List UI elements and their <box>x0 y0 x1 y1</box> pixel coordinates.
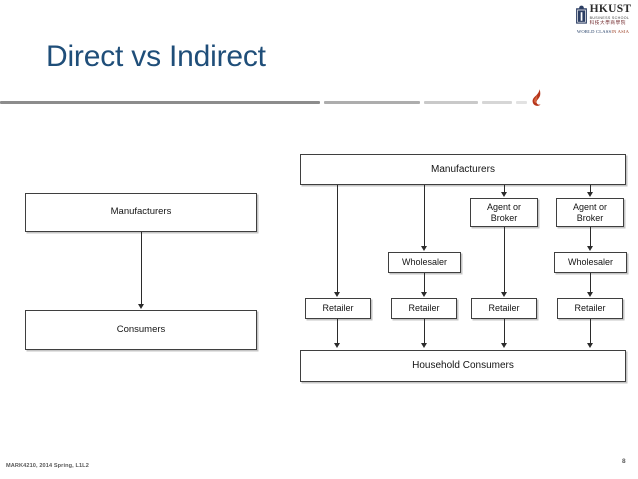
node-household-consumers: Household Consumers <box>300 350 626 382</box>
connector-manufacturers-to-consumers <box>141 232 142 305</box>
connector-col3-manufacturers-to-agent <box>590 185 591 193</box>
node-retailer: Retailer <box>391 298 457 319</box>
connector-col0-manufacturers-to-retailer <box>337 185 338 293</box>
shield-icon <box>575 5 588 25</box>
logo-chinese-line: 科技大學商學院 <box>589 20 626 26</box>
connector-col2-agent-to-retailer <box>504 227 505 293</box>
connector-col2-manufacturers-to-agent <box>504 185 505 193</box>
arrowhead-icon <box>420 343 427 348</box>
arrowhead-icon <box>333 343 340 348</box>
arrowhead-icon <box>500 192 507 197</box>
title-divider <box>0 99 638 109</box>
divider-segment-1 <box>324 101 420 104</box>
arrowhead-icon <box>500 292 507 297</box>
arrowhead-icon <box>420 292 427 297</box>
divider-segment-3 <box>482 101 512 104</box>
node-wholesaler: Wholesaler <box>554 252 627 273</box>
node-retailer: Retailer <box>471 298 537 319</box>
node-manufacturers: Manufacturers <box>300 154 626 185</box>
hkust-business-school-logo: HKUST BUSINESS SCHOOL 科技大學商學院 WORLD CLAS… <box>572 3 634 39</box>
page-title: Direct vs Indirect <box>46 40 266 73</box>
connector-col1-wholesaler-to-retailer <box>424 273 425 293</box>
logo-top-row: HKUST BUSINESS SCHOOL 科技大學商學院 <box>575 3 632 27</box>
arrowhead-icon <box>333 292 340 297</box>
logo-tagline: WORLD CLASSIN ASIA <box>577 29 629 34</box>
arrowhead-icon <box>137 304 144 309</box>
connector-col3-retailer-to-consumers <box>590 319 591 344</box>
logo-text-block: HKUST BUSINESS SCHOOL 科技大學商學院 <box>590 4 632 26</box>
arrowhead-icon <box>586 292 593 297</box>
connector-col1-manufacturers-to-wholesaler <box>424 185 425 247</box>
arrowhead-icon <box>500 343 507 348</box>
logo-tagline-suffix: IN ASIA <box>611 29 630 34</box>
divider-segment-4 <box>516 101 527 104</box>
node-retailer: Retailer <box>557 298 623 319</box>
logo-school-line: BUSINESS SCHOOL <box>589 15 630 20</box>
connector-col0-retailer-to-consumers <box>337 319 338 344</box>
connector-col3-wholesaler-to-retailer <box>590 273 591 293</box>
divider-segment-0 <box>0 101 320 104</box>
logo-tagline-prefix: WORLD CLASS <box>576 29 612 34</box>
connector-col3-agent-to-wholesaler <box>590 227 591 247</box>
node-agent-or-broker: Agent or Broker <box>470 198 538 227</box>
slide-page-number: 8 <box>622 458 626 465</box>
node-wholesaler: Wholesaler <box>388 252 461 273</box>
flame-icon <box>529 88 545 108</box>
footer-course-label: MARK4210, 2014 Spring, L1L2 <box>6 463 89 469</box>
arrowhead-icon <box>586 343 593 348</box>
node-retailer: Retailer <box>305 298 371 319</box>
arrowhead-icon <box>420 246 427 251</box>
connector-col1-retailer-to-consumers <box>424 319 425 344</box>
arrowhead-icon <box>586 192 593 197</box>
connector-col2-retailer-to-consumers <box>504 319 505 344</box>
indirect-channel-diagram: Manufacturers Retailer Wholesaler Retail… <box>300 154 627 384</box>
node-agent-or-broker: Agent or Broker <box>556 198 624 227</box>
divider-segment-2 <box>424 101 478 104</box>
direct-channel-diagram: Manufacturers Consumers <box>25 193 257 353</box>
arrowhead-icon <box>586 246 593 251</box>
node-manufacturers: Manufacturers <box>25 193 257 232</box>
node-consumers: Consumers <box>25 310 257 350</box>
logo-wordmark: HKUST <box>589 3 632 16</box>
